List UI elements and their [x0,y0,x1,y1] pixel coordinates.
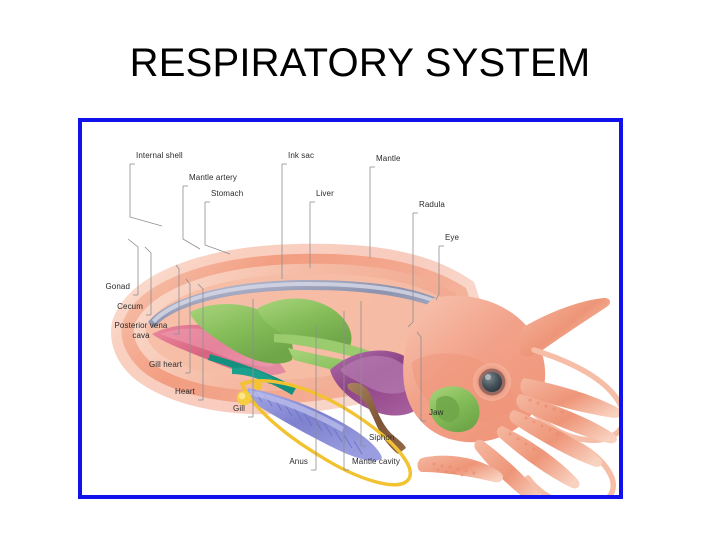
leader-mantle-artery [182,186,201,250]
arm-5 [474,439,541,495]
arm-1 [520,378,619,418]
leader-internal-shell [129,164,163,227]
diagram-frame: Internal shell Mantle artery Stomach Ink… [78,118,623,499]
label-gill-heart: Gill heart [148,360,182,369]
label-anus: Anus [289,457,308,466]
label-brackets [130,163,444,471]
squid-anatomy-diagram [111,163,619,495]
label-eye: Eye [445,233,460,242]
arms-tentacles-group [417,298,619,495]
label-mantle: Mantle [376,154,401,163]
internal-shell-highlight [152,282,444,323]
gill-organ [246,388,382,461]
label-siphon: Siphon [369,433,395,442]
liver-highlight [340,355,413,394]
heart-highlight [238,392,246,400]
arm-3 [509,410,603,467]
arm-2 [516,394,617,444]
label-radula: Radula [419,200,445,209]
mantle-artery-vessel [274,334,428,388]
jaw-beak [436,396,460,422]
arm-dorsal [519,298,611,357]
arm-4 [496,426,580,489]
label-gill: Gill [233,404,245,413]
leader-gonad [127,238,139,295]
label-heart: Heart [174,387,195,396]
gill-heart-organ [253,381,263,391]
label-jaw: Jaw [429,408,444,417]
arm-ventral [417,455,503,483]
label-cecum: Cecum [117,302,143,311]
leader-jaw [416,331,422,421]
label-gonad: Gonad [105,282,130,291]
leader-heart [197,283,204,400]
leader-posterior-vena-cava [175,264,180,334]
page-title: RESPIRATORY SYSTEM [129,41,591,85]
label-liver: Liver [316,189,334,198]
leader-stomach [204,202,231,255]
label-ink-sac: Ink sac [288,151,315,160]
head-group [403,295,546,443]
eye-highlight [485,374,491,380]
label-internal-shell: Internal shell [136,151,183,160]
suckers [432,398,564,477]
label-mantle-artery: Mantle artery [189,173,237,182]
ink-sac-organ [347,382,406,454]
leader-gill-heart [185,278,191,373]
eye-organ [482,372,502,392]
leader-lines [127,164,440,470]
circulatory-ring [239,379,412,487]
label-mantle-cavity: Mantle cavity [352,457,400,466]
label-posterior-vena-cava: Posterior vena cava [114,321,168,340]
leader-cecum [144,246,152,315]
leader-radula [407,213,414,328]
gonad-highlight [160,328,274,367]
stomach-organ [258,298,352,351]
leader-eye [435,246,440,301]
label-stomach: Stomach [211,189,244,198]
